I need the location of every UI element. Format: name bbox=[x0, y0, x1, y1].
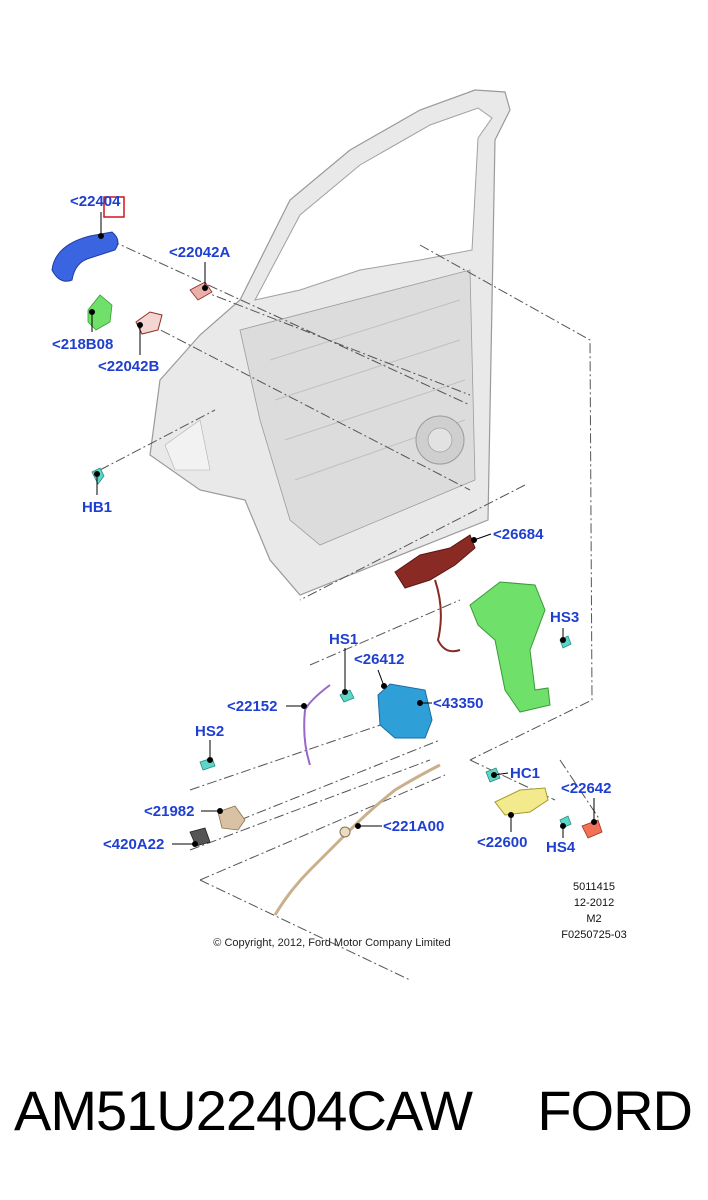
copyright-notice: © Copyright, 2012, Ford Motor Company Li… bbox=[213, 937, 450, 949]
callout-22042b[interactable]: <22042B bbox=[98, 358, 159, 375]
wiring-harness[interactable] bbox=[394, 534, 476, 653]
drawing-figure: F0250725-03 bbox=[561, 929, 626, 941]
callout-hs2[interactable]: HS2 bbox=[195, 723, 224, 740]
drawing-id: 5011415 bbox=[573, 881, 615, 893]
door-actuator[interactable] bbox=[217, 805, 246, 831]
callout-hs3[interactable]: HS3 bbox=[550, 609, 579, 626]
highlight-box bbox=[103, 196, 125, 218]
brand-name: FORD bbox=[537, 1079, 693, 1142]
handle-bezel[interactable] bbox=[87, 294, 113, 331]
assembly-guide-lines bbox=[99, 239, 601, 981]
callout-43350[interactable]: <43350 bbox=[433, 695, 483, 712]
callout-21982[interactable]: <21982 bbox=[144, 803, 194, 820]
handle-gasket-b[interactable] bbox=[135, 311, 163, 335]
release-cable[interactable] bbox=[273, 763, 441, 916]
drawing-model: M2 bbox=[586, 913, 601, 925]
callout-420a22[interactable]: <420A22 bbox=[103, 836, 164, 853]
callout-22042a[interactable]: <22042A bbox=[169, 244, 230, 261]
diagram-canvas: <22404 <22042A <218B08 <22042B HB1 <2668… bbox=[51, 89, 627, 981]
lock-bracket[interactable] bbox=[469, 581, 551, 713]
callout-hs1[interactable]: HS1 bbox=[329, 631, 358, 648]
callout-218b08[interactable]: <218B08 bbox=[52, 336, 113, 353]
callout-22642[interactable]: <22642 bbox=[561, 780, 611, 797]
leader-lines bbox=[89, 212, 597, 847]
callout-22600[interactable]: <22600 bbox=[477, 834, 527, 851]
door-latch[interactable] bbox=[377, 683, 433, 739]
callout-22404[interactable]: <22404 bbox=[70, 193, 121, 210]
callout-22152[interactable]: <22152 bbox=[227, 698, 277, 715]
rear-door-panel bbox=[149, 89, 511, 596]
part-number: AM51U22404CAW bbox=[14, 1079, 473, 1142]
callout-hb1[interactable]: HB1 bbox=[82, 499, 112, 516]
callout-hs4[interactable]: HS4 bbox=[546, 839, 576, 856]
drawing-date: 12-2012 bbox=[574, 897, 614, 909]
callout-hc1[interactable]: HC1 bbox=[510, 765, 540, 782]
callout-26412[interactable]: <26412 bbox=[354, 651, 404, 668]
callout-221a00[interactable]: <221A00 bbox=[383, 818, 444, 835]
interior-door-handle[interactable] bbox=[494, 787, 549, 816]
exterior-door-handle[interactable] bbox=[51, 231, 119, 282]
lock-rod[interactable] bbox=[303, 684, 331, 766]
callout-26684[interactable]: <26684 bbox=[493, 526, 544, 543]
